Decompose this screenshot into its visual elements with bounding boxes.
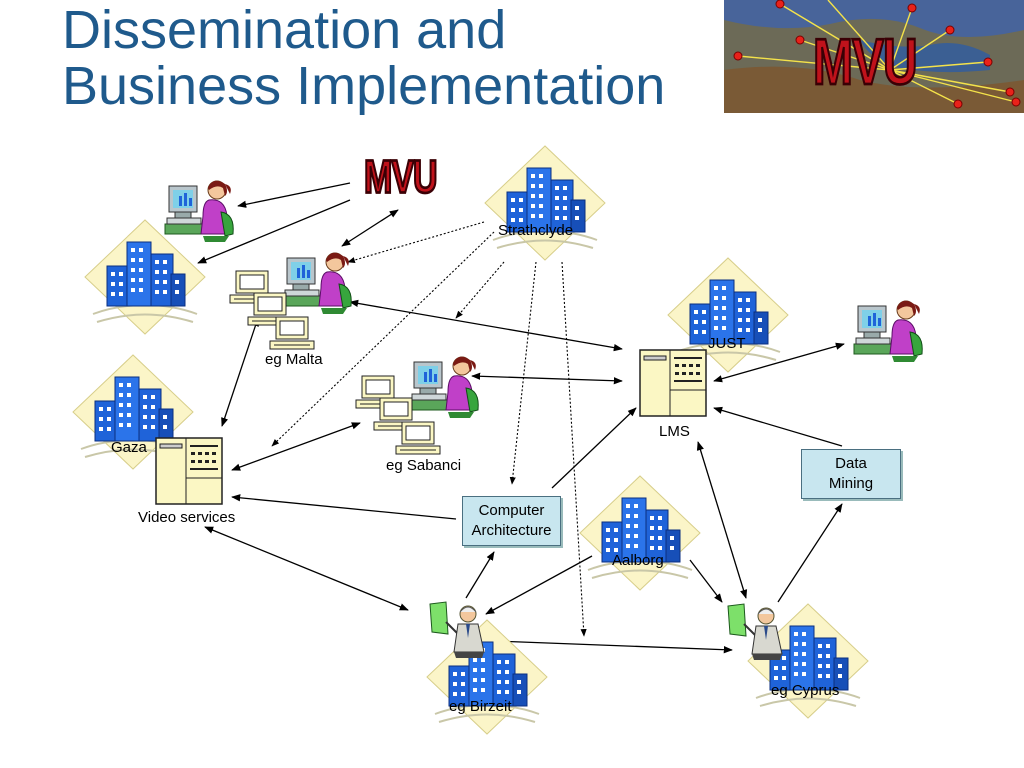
mvu-map-logo	[724, 0, 1024, 113]
birzeit-building-icon	[426, 619, 548, 735]
data-mining-box: Data Mining	[801, 449, 901, 499]
mvu-diagram-logo: MVU	[363, 151, 439, 205]
malta-user-icon	[282, 252, 352, 315]
gaza-label: Gaza	[111, 439, 147, 456]
lms-server-icon	[639, 349, 707, 417]
mvu-logo-text: MVU	[812, 26, 919, 100]
sabanci-label: eg Sabanci	[386, 457, 462, 474]
aalborg-building-icon	[579, 475, 701, 591]
data-mining-line-1: Data	[835, 455, 867, 472]
dotted-connector-lines	[271, 221, 587, 637]
malta-label: eg Malta	[265, 351, 323, 368]
just-label: JUST	[708, 335, 746, 352]
computer-architecture-line-2: Architecture	[471, 522, 552, 539]
user-at-computer-icon	[164, 180, 234, 243]
title-line-2: Business Implementation	[62, 56, 666, 116]
just-user-icon	[853, 300, 923, 363]
strathclyde-label: Strathclyde	[498, 222, 574, 239]
video-services-label: Video services	[138, 509, 236, 526]
connector-lines	[197, 182, 845, 654]
data-mining-line-2: Mining	[828, 475, 874, 492]
title-line-1: Dissemination and	[62, 0, 507, 60]
computer-architecture-line-1: Computer	[478, 502, 545, 519]
birzeit-presenter-icon	[429, 601, 485, 659]
lms-label: LMS	[659, 423, 690, 440]
strathclyde-building-icon	[484, 145, 606, 261]
sabanci-user-icon	[409, 356, 479, 419]
cyprus-label: eg Cyprus	[771, 682, 840, 699]
page-title: Dissemination and Business Implementatio…	[62, 2, 712, 114]
computer-architecture-box: Computer Architecture	[462, 496, 561, 546]
cyprus-presenter-icon	[727, 603, 783, 661]
malta-building-icon	[84, 219, 206, 335]
aalborg-label: Aalborg	[612, 552, 664, 569]
video-server-icon	[155, 437, 223, 505]
birzeit-label: eg Birzeit	[449, 698, 512, 715]
